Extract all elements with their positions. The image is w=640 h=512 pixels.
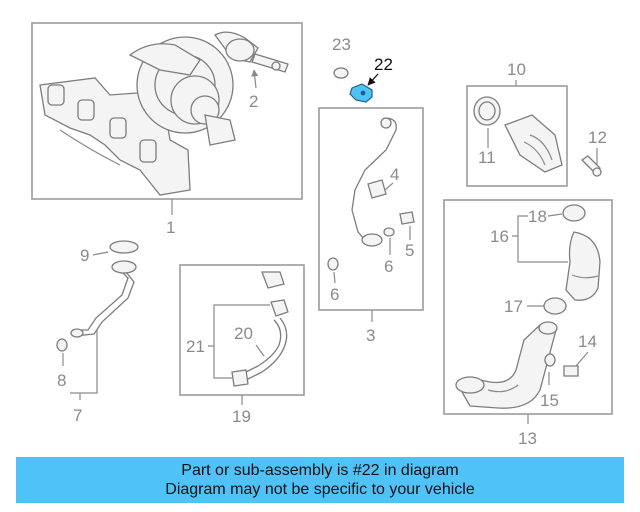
charge-air-pipe-group: 18 16 17 14 15 13 (443, 199, 613, 448)
part-14-bolt-illustration (563, 365, 579, 377)
vacuum-hose-illustration (245, 317, 288, 381)
callout-line-9 (92, 251, 109, 256)
oil-return-line-group: 9 8 7 (56, 240, 139, 425)
callout-line-18 (547, 213, 563, 217)
box-intake-hose (466, 85, 568, 187)
part-label-14: 14 (578, 332, 597, 351)
info-banner: Part or sub-assembly is #22 in diagram D… (16, 457, 624, 503)
oil-return-line-illustration (72, 269, 129, 331)
part-label-20: 20 (234, 324, 253, 343)
part-label-6-right: 6 (384, 257, 393, 276)
part-label-19: 19 (232, 407, 251, 426)
part-label-12: 12 (588, 128, 607, 147)
callout-line-4 (384, 182, 394, 191)
part-label-22: 22 (374, 55, 393, 74)
part-label-1: 1 (166, 218, 175, 237)
intercooler-hose-illustration (565, 231, 601, 301)
callout-line-20 (255, 344, 265, 357)
wastegate-actuator-illustration (214, 31, 289, 73)
part-label-5: 5 (405, 241, 414, 260)
part-label-17: 17 (504, 297, 523, 316)
part-label-3: 3 (366, 326, 375, 345)
part-label-11: 11 (478, 148, 496, 167)
callout-bracket-21 (208, 304, 270, 379)
box-turbocharger (31, 22, 303, 200)
callout-line-14 (575, 351, 589, 367)
part-label-8: 8 (57, 371, 66, 390)
part-22-bolt-hole (360, 90, 366, 96)
part-label-2: 2 (249, 92, 258, 111)
oil-feed-line-group: 4 5 6 6 3 (318, 107, 424, 345)
part-22-group: 22 (349, 55, 393, 103)
part-label-10: 10 (507, 60, 526, 79)
pressure-sensor-hose-group: 20 21 19 (179, 264, 305, 426)
banner-line-2: Diagram may not be specific to your vehi… (165, 481, 475, 498)
part-label-18: 18 (528, 207, 547, 226)
intake-hose-group: 10 11 (466, 60, 568, 187)
part-23-group: 23 (332, 35, 351, 79)
pressure-sensor-illustration (261, 271, 285, 289)
part-label-15: 15 (540, 391, 559, 410)
oil-feed-line-illustration (351, 117, 397, 241)
turbocharger-group: 2 1 (31, 22, 303, 237)
parts-diagram: 2 1 23 22 4 5 6 6 3 10 (31, 22, 613, 448)
part-label-4: 4 (390, 165, 399, 184)
part-label-23: 23 (332, 35, 351, 54)
callout-bracket-7 (70, 330, 98, 400)
part-label-16: 16 (490, 227, 509, 246)
part-label-21: 21 (186, 337, 205, 356)
part-label-9: 9 (80, 246, 89, 265)
part-12-group: 12 (580, 128, 607, 177)
callout-bracket-16 (512, 215, 568, 263)
part-23-gasket-illustration (333, 67, 349, 79)
turbocharger-illustration (39, 36, 236, 196)
banner-line-1: Part or sub-assembly is #22 in diagram (181, 462, 459, 479)
part-label-6-left: 6 (330, 285, 339, 304)
callout-line-2 (251, 69, 259, 89)
callout-line-6-left (333, 271, 336, 284)
part-label-13: 13 (518, 429, 537, 448)
part-label-7: 7 (73, 406, 82, 425)
box-oil-feed-line (318, 107, 424, 311)
callout-line-22 (367, 73, 379, 86)
